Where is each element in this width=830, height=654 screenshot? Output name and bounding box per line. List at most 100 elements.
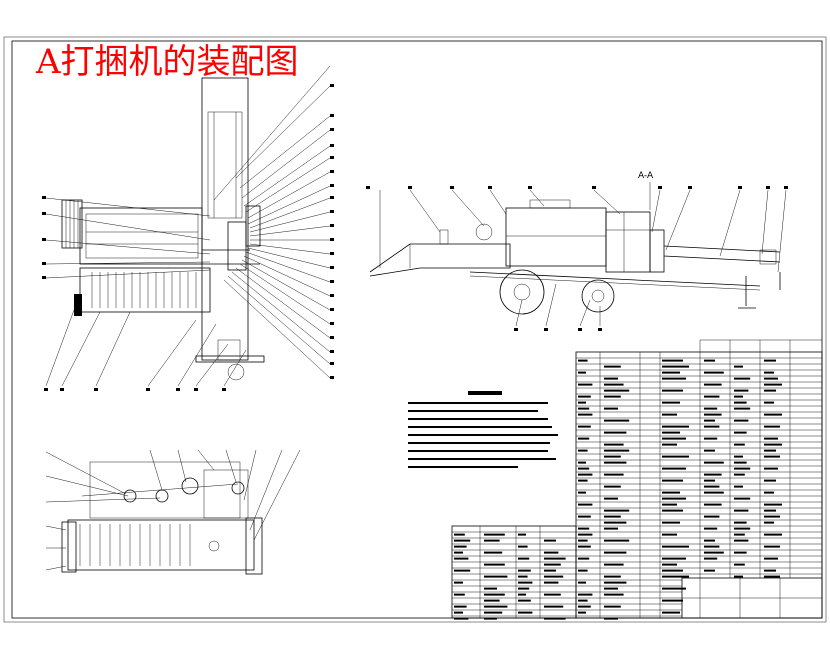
parts-cell-text <box>764 359 776 362</box>
parts-cell-text <box>544 557 566 560</box>
parts-cell-text <box>704 449 715 452</box>
parts-cell-text <box>578 503 593 506</box>
outer-frame <box>3 36 827 623</box>
parts-cell-text <box>454 593 465 596</box>
parts-cell-text <box>604 389 630 392</box>
parts-cell-text <box>604 365 621 368</box>
parts-cell-text <box>704 545 720 548</box>
parts-cell-text <box>764 467 778 470</box>
parts-cell-text <box>484 611 503 614</box>
parts-list <box>451 339 823 620</box>
parts-cell-text <box>604 395 621 398</box>
parts-cell-text <box>544 605 564 608</box>
parts-cell-text <box>704 503 722 506</box>
parts-cell-text <box>578 605 591 608</box>
parts-cell-text <box>544 575 564 578</box>
parts-cell-text <box>704 371 724 374</box>
parts-cell-text <box>662 545 689 548</box>
parts-cell-text <box>518 581 533 584</box>
parts-cell-text <box>454 611 463 614</box>
parts-cell-text <box>662 401 680 404</box>
parts-cell-text <box>604 587 618 590</box>
parts-cell-text <box>734 461 747 464</box>
parts-cell-text <box>662 509 683 512</box>
parts-cell-text <box>578 581 586 584</box>
parts-cell-text <box>604 539 630 542</box>
parts-cell-text <box>578 359 588 362</box>
parts-cell-text <box>454 581 463 584</box>
inner-frame <box>11 40 823 619</box>
parts-cell-text <box>704 413 722 416</box>
top-view <box>42 65 334 391</box>
parts-cell-text <box>518 533 526 536</box>
parts-cell-text <box>764 389 776 392</box>
parts-cell-text <box>704 359 715 362</box>
parts-cell-text <box>518 545 528 548</box>
parts-cell-text <box>704 461 724 464</box>
parts-cell-text <box>518 557 530 560</box>
parts-cell-text <box>662 497 686 500</box>
parts-cell-text <box>578 545 591 548</box>
parts-cell-text <box>578 515 591 518</box>
parts-cell-text <box>662 413 677 416</box>
parts-cell-text <box>704 515 720 518</box>
parts-cell-text <box>578 473 593 476</box>
parts-cell-text <box>604 575 621 578</box>
parts-cell-text <box>604 383 624 386</box>
parts-cell-text <box>662 389 683 392</box>
parts-cell-text <box>454 551 463 554</box>
parts-cell-text <box>604 455 621 458</box>
parts-cell-text <box>734 365 743 368</box>
parts-cell-text <box>764 371 774 374</box>
parts-cell-text <box>734 539 749 542</box>
parts-cell-text <box>764 449 776 452</box>
parts-cell-text <box>662 491 680 494</box>
parts-cell-text <box>764 575 780 578</box>
parts-cell-text <box>578 449 588 452</box>
parts-cell-text <box>544 551 559 554</box>
parts-cell-text <box>604 521 627 524</box>
parts-cell-text <box>734 473 745 476</box>
parts-cell-text <box>662 587 686 590</box>
parts-cell-text <box>578 407 590 410</box>
parts-cell-text <box>578 611 586 614</box>
parts-cell-text <box>764 443 782 446</box>
parts-cell-text <box>704 437 718 440</box>
parts-cell-text <box>764 401 774 404</box>
parts-cell-text <box>734 485 743 488</box>
parts-cell-text <box>704 485 720 488</box>
parts-cell-text <box>518 593 526 596</box>
parts-cell-text <box>662 563 677 566</box>
parts-cell-text <box>518 599 531 602</box>
parts-cell-text <box>662 437 686 440</box>
parts-cell-text <box>578 395 591 398</box>
parts-cell-text <box>764 515 780 518</box>
parts-cell-text <box>578 461 586 464</box>
parts-cell-text <box>662 467 686 470</box>
parts-cell-text <box>734 467 751 470</box>
parts-cell-text <box>662 599 683 602</box>
drawing-title: A打捆机的装配图 <box>35 42 299 82</box>
parts-cell-text <box>484 539 500 542</box>
parts-cell-text <box>604 407 618 410</box>
parts-cell-text <box>662 371 680 374</box>
parts-cell-text <box>484 593 505 596</box>
parts-cell-text <box>734 575 743 578</box>
parts-cell-text <box>578 413 593 416</box>
parts-cell-text <box>704 383 722 386</box>
parts-cell-text <box>454 605 467 608</box>
parts-cell-text <box>662 611 680 614</box>
parts-cell-text <box>604 377 618 380</box>
parts-cell-text <box>604 419 630 422</box>
parts-cell-text <box>518 611 533 614</box>
parts-cell-text <box>484 587 497 590</box>
parts-cell-text <box>604 449 630 452</box>
parts-cell-text <box>734 389 749 392</box>
parts-cell-text <box>704 419 715 422</box>
parts-cell-text <box>764 533 782 536</box>
parts-cell-text <box>578 557 590 560</box>
parts-cell-text <box>734 401 747 404</box>
parts-cell-text <box>764 455 780 458</box>
parts-cell-text <box>764 413 782 416</box>
parts-cell-text <box>662 431 680 434</box>
